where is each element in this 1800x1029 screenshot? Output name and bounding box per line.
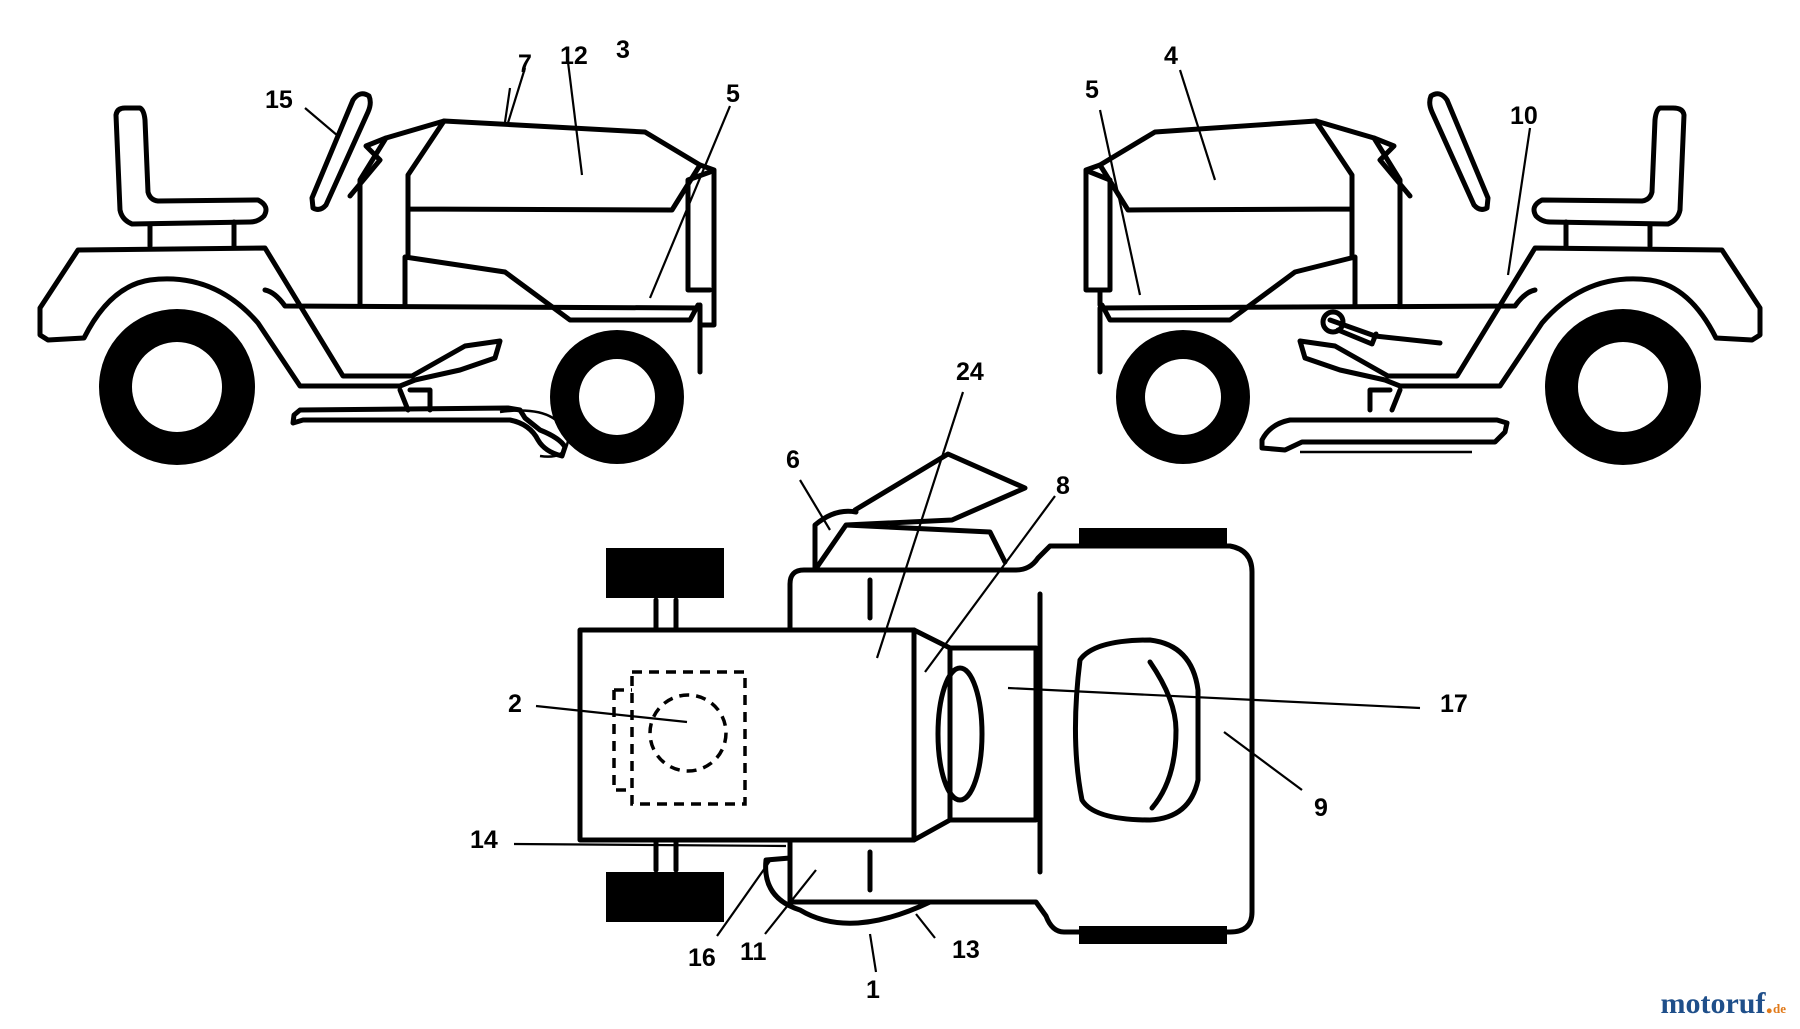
callout-17: 17 [1440, 690, 1468, 718]
callout-15: 15 [265, 86, 293, 114]
rear-wheel-bottom [1079, 926, 1227, 944]
callout-16: 16 [688, 944, 716, 972]
callout-14: 14 [470, 826, 498, 854]
callout-8: 8 [1056, 472, 1070, 500]
callout-24: 24 [956, 358, 984, 386]
rear-fender-right [1297, 245, 1763, 389]
right-mower-deck [1259, 417, 1510, 453]
callout-5-left: 5 [726, 80, 740, 108]
watermark-tld: de [1773, 1001, 1786, 1016]
callout-4: 4 [1164, 42, 1178, 70]
callout-9: 9 [1314, 794, 1328, 822]
hood [357, 118, 717, 328]
front-wheel-bottom [606, 872, 724, 922]
callout-5-right: 5 [1085, 76, 1099, 104]
steering-wheel-right [1427, 91, 1491, 212]
callout-6: 6 [786, 446, 800, 474]
seat [113, 105, 269, 227]
front-wheel-top [606, 548, 724, 598]
deck-outline [787, 543, 1255, 935]
callout-11: 11 [740, 938, 767, 966]
top-view [513, 391, 1421, 973]
motoruf-watermark: motoruf.de [1660, 987, 1786, 1020]
rear-wheel-top [1079, 528, 1227, 546]
callout-2: 2 [508, 690, 522, 718]
watermark-brand: motoruf [1660, 987, 1766, 1020]
steering-wheel [309, 91, 373, 212]
seat-top [1072, 637, 1201, 823]
rear-fender [37, 245, 503, 389]
callout-1: 1 [866, 976, 880, 1004]
right-side-view [1083, 69, 1763, 465]
callout-labels: 7 12 3 5 15 4 5 10 24 6 8 2 17 9 14 16 1… [265, 36, 1538, 1004]
callout-13: 13 [952, 936, 980, 964]
callout-10: 10 [1510, 102, 1538, 130]
callout-7: 7 [518, 50, 532, 78]
callout-3: 3 [616, 36, 630, 64]
callout-12: 12 [560, 42, 588, 70]
seat-right [1531, 105, 1687, 227]
hood-top [577, 627, 917, 843]
left-mower-deck [290, 405, 568, 459]
left-side-view [37, 61, 732, 465]
